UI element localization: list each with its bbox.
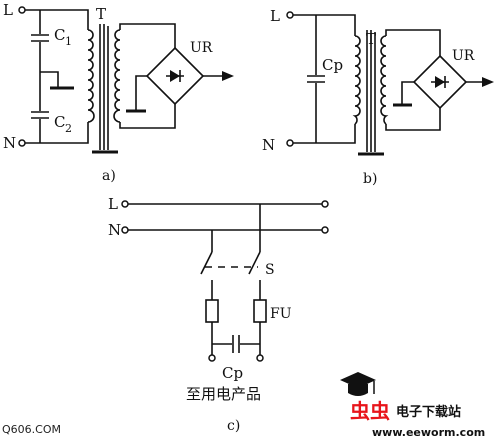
diagram-c: L N S FU Cp 至用电产品 c)	[108, 195, 329, 434]
label-n-c: N	[108, 221, 121, 239]
transformer-core-b	[366, 30, 372, 152]
label-ur-b: UR	[452, 48, 475, 64]
caption-a: a)	[102, 168, 116, 184]
terminal-out-right	[256, 354, 264, 362]
primary-winding-b	[352, 35, 361, 125]
watermark-right: 虫虫 电子下载站 www.eeworm.com	[340, 372, 485, 439]
caption-c: c)	[227, 418, 240, 434]
terminal-l-a	[18, 6, 26, 14]
terminal-n-c-right	[321, 226, 329, 234]
output-arrow-a	[222, 71, 234, 81]
wire-ground-a	[40, 71, 59, 87]
label-cp-c: Cp	[222, 364, 243, 382]
fuse-left	[205, 299, 219, 323]
switch-blade-left	[200, 251, 213, 275]
label-l-b: L	[270, 7, 280, 25]
label-c1-sub: 1	[65, 35, 72, 48]
terminal-l-c-left	[121, 200, 129, 208]
watermark-url: www.eeworm.com	[372, 426, 485, 439]
capacitor-c2	[31, 111, 49, 119]
label-n-a: N	[3, 134, 16, 152]
wire-sec-top-a	[119, 23, 176, 48]
terminal-l-c-right	[321, 200, 329, 208]
primary-winding-a	[87, 29, 95, 123]
output-arrow-b	[482, 77, 494, 87]
diode-triangle-b	[435, 76, 445, 88]
watermark-cn-logo: 虫虫	[350, 399, 390, 423]
terminal-l-b	[286, 11, 294, 19]
diode-triangle-a	[170, 70, 180, 82]
caption-b: b)	[363, 171, 377, 187]
label-l-c: L	[108, 195, 118, 213]
watermark-left: Q606.COM	[2, 423, 61, 436]
label-to-product: 至用电产品	[186, 385, 261, 403]
label-s-c: S	[265, 262, 275, 278]
terminal-out-left	[208, 354, 216, 362]
label-l-a: L	[3, 1, 13, 19]
switch-blade-right	[248, 251, 261, 275]
wire-sec-bottom-b	[385, 108, 441, 131]
label-c1: C	[54, 26, 65, 44]
wire-l-b	[293, 14, 356, 36]
transformer-core-a	[99, 24, 105, 150]
wire-n-b	[293, 124, 356, 144]
label-cp-b: Cp	[322, 56, 343, 74]
bridge-rectifier-a	[145, 46, 205, 106]
secondary-winding-b	[380, 35, 389, 125]
watermark-site-name: 电子下载站	[396, 404, 461, 420]
graduation-cap-base-icon	[348, 384, 368, 396]
diagram-a: L N C 1 C 2 T UR	[3, 1, 234, 184]
label-n-b: N	[262, 136, 275, 154]
bridge-rectifier-b	[412, 54, 468, 110]
terminal-n-b	[286, 139, 294, 147]
fuse-right	[253, 299, 267, 323]
label-fu-c: FU	[270, 306, 292, 322]
capacitor-cp-c	[232, 335, 240, 353]
wire-l-a	[25, 9, 89, 30]
secondary-winding-a	[113, 29, 121, 123]
wire-n-a	[25, 122, 89, 144]
wire-neg-a	[135, 75, 147, 110]
wire-neg-b	[401, 81, 414, 104]
label-t-b: T	[366, 30, 376, 48]
label-c2-sub: 2	[65, 122, 72, 135]
label-t-a: T	[96, 5, 106, 23]
capacitor-c1	[31, 34, 49, 42]
label-ur-a: UR	[190, 40, 213, 56]
terminal-n-c-left	[121, 226, 129, 234]
wire-sec-bottom-a	[119, 104, 176, 129]
wire-sec-top-b	[385, 29, 441, 56]
terminal-n-a	[18, 139, 26, 147]
capacitor-cp-b	[307, 75, 325, 83]
diagram-b: L N Cp T UR b)	[262, 7, 494, 187]
label-c2: C	[54, 113, 65, 131]
